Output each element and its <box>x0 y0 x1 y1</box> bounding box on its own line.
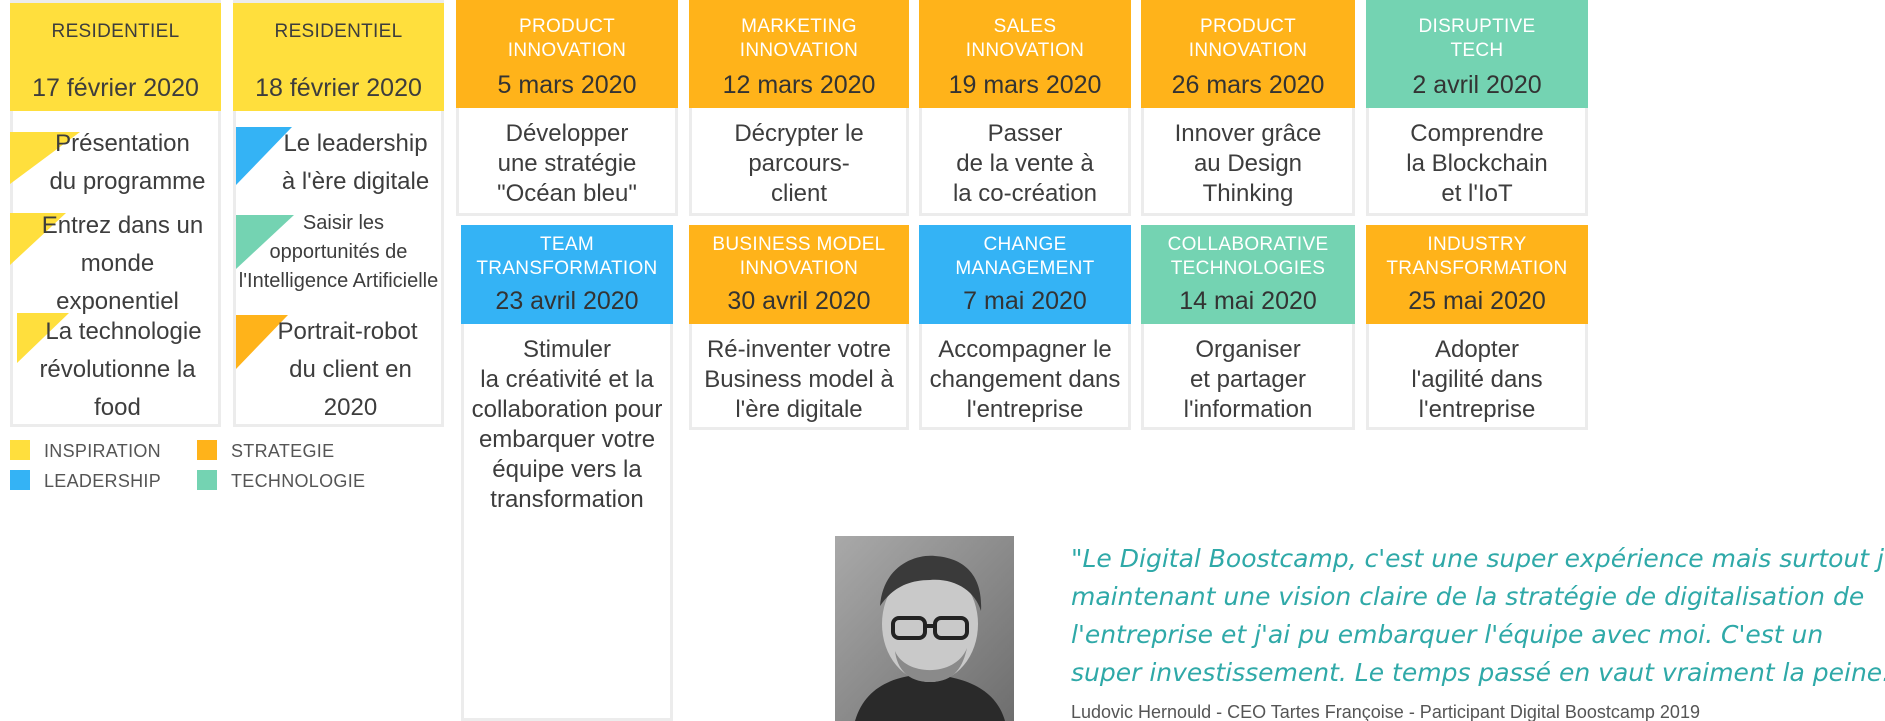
module-date: 25 mai 2020 <box>1408 287 1546 315</box>
module-date: 26 mars 2020 <box>1171 71 1325 99</box>
module-date: 5 mars 2020 <box>497 71 637 99</box>
strategie-swatch <box>197 440 217 460</box>
technologie-marker <box>236 215 294 269</box>
module-date: 14 mai 2020 <box>1179 287 1317 315</box>
module-date: 2 avril 2020 <box>1412 71 1542 99</box>
residentiel-header: RESIDENTIEL 17 février 2020 <box>10 3 221 111</box>
inspiration-marker <box>10 213 66 265</box>
legend-item-strategie: STRATEGIE <box>197 440 334 462</box>
module-date: 19 mars 2020 <box>948 71 1102 99</box>
inspiration-marker <box>10 132 80 184</box>
session-item: Présentation du programme <box>10 125 218 201</box>
inspiration-marker <box>17 313 69 363</box>
category-label: RESIDENTIEL <box>51 21 180 42</box>
strategie-marker <box>236 315 288 369</box>
testimonial-photo <box>835 536 1014 721</box>
inspiration-swatch <box>10 440 30 460</box>
module-date: 12 mars 2020 <box>722 71 876 99</box>
session-item: Saisir les opportunités de l'Intelligenc… <box>236 209 441 296</box>
testimonial-author: Ludovic Hernould - CEO Tartes Françoise … <box>1071 702 1700 721</box>
session-date: 17 février 2020 <box>32 74 199 102</box>
leadership-swatch <box>10 470 30 490</box>
residentiel-card-2: RESIDENTIEL 18 février 2020 Le leadershi… <box>233 0 444 427</box>
module-date: 7 mai 2020 <box>963 287 1087 315</box>
technologie-swatch <box>197 470 217 490</box>
legend-item-leadership: LEADERSHIP <box>10 470 161 492</box>
session-item: La technologie révolutionne la food <box>13 313 218 427</box>
legend-item-technologie: TECHNOLOGIE <box>197 470 365 492</box>
session-item: Entrez dans un monde exponentiel <box>10 207 218 321</box>
residentiel-card-1: RESIDENTIEL 17 février 2020 Présentation… <box>10 0 221 427</box>
portrait-image <box>835 536 1014 721</box>
residentiel-header: RESIDENTIEL 18 février 2020 <box>233 3 444 111</box>
legend: INSPIRATION STRATEGIE LEADERSHIP TECHNOL… <box>10 440 440 510</box>
session-item: Le leadership à l'ère digitale <box>236 125 441 201</box>
module-date: 23 avril 2020 <box>495 287 639 315</box>
category-label: RESIDENTIEL <box>274 21 403 42</box>
session-item: Portrait-robot du client en 2020 <box>236 313 441 427</box>
legend-item-inspiration: INSPIRATION <box>10 440 161 462</box>
leadership-marker <box>236 127 292 185</box>
testimonial-quote: "Le Digital Boostcamp, c'est une super e… <box>1071 544 1885 687</box>
module-date: 30 avril 2020 <box>727 287 871 315</box>
session-date: 18 février 2020 <box>255 74 422 102</box>
